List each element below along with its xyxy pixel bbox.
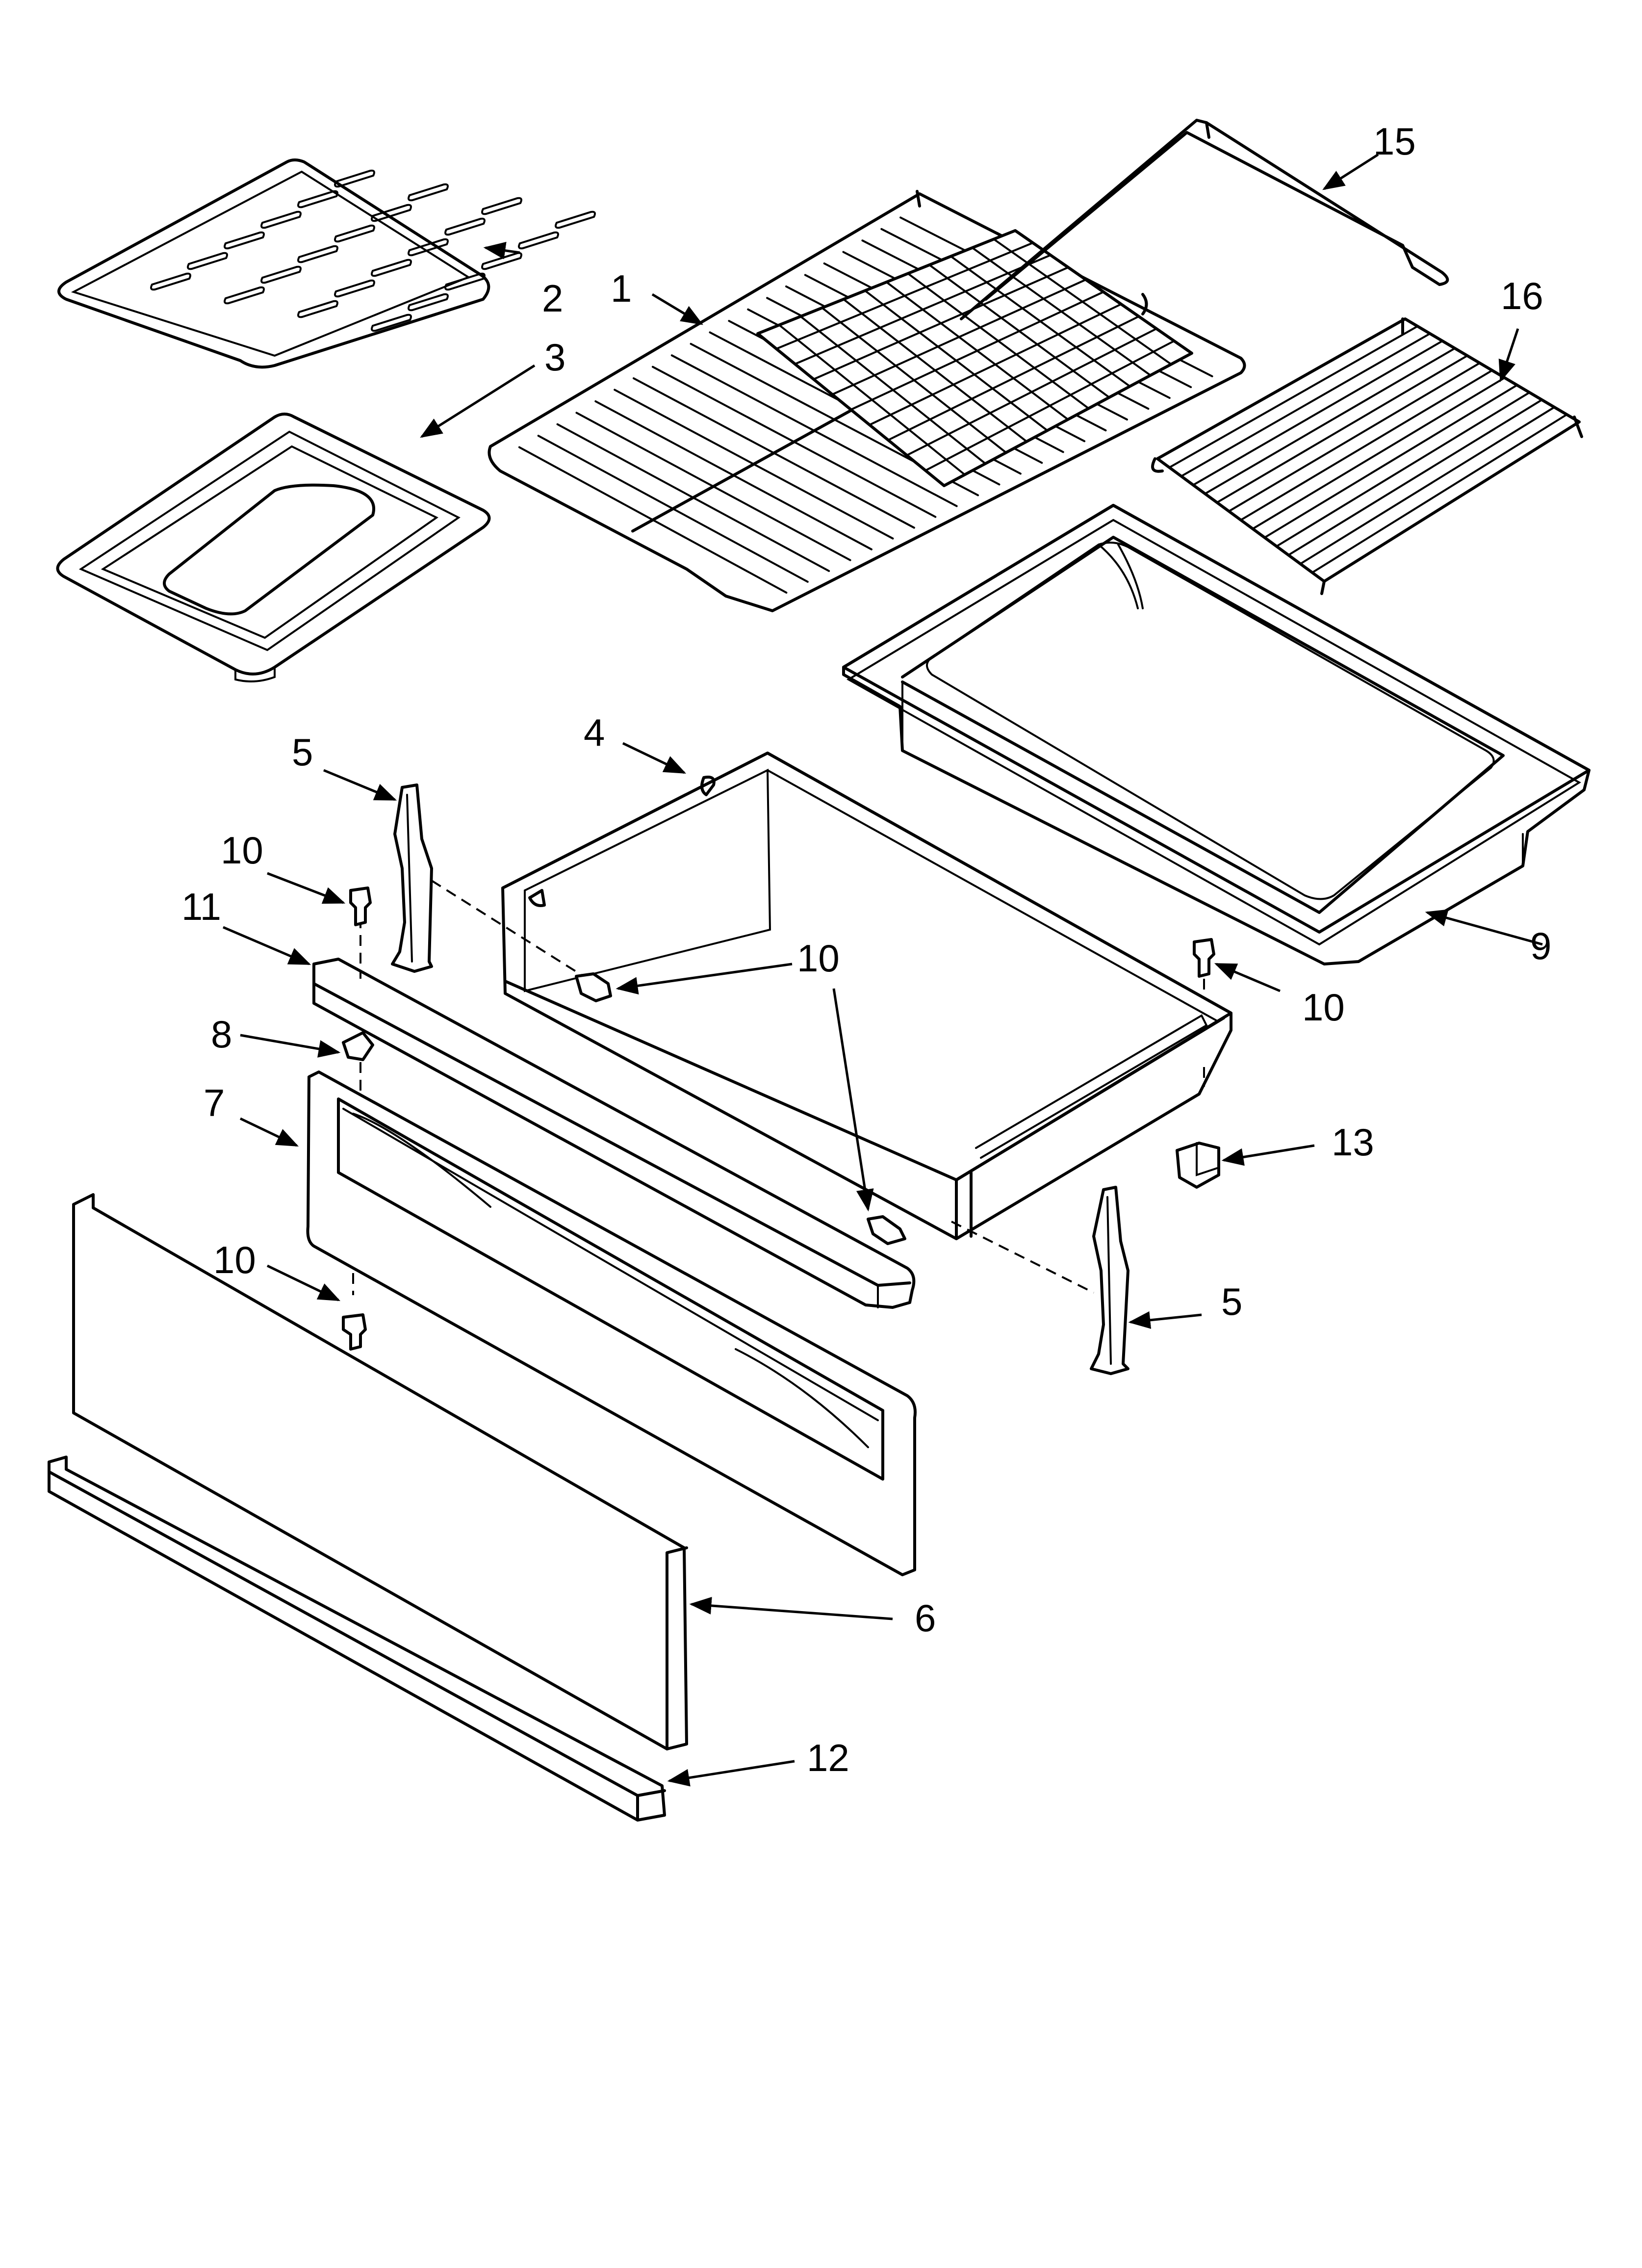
small-rack-wire [1263,384,1518,539]
bottom-trim-part [48,1456,666,1822]
screw-bottom [342,1313,367,1351]
callout-5-left: 5 [292,730,313,774]
grid-wire [869,303,1122,426]
callout-11: 11 [181,885,221,928]
grid-slot [371,259,412,277]
callout-3: 3 [544,336,565,379]
callout-16: 16 [1501,274,1543,317]
grid-slot [408,293,449,312]
grid-wire [906,328,1157,456]
grid-slot [371,204,412,222]
slide-bracket-left [391,783,433,973]
small-rack-wire [1240,369,1493,521]
grid-slot [408,183,449,202]
grid-wire [850,291,1104,411]
slide-bracket-right [1090,1186,1129,1375]
grid-slot [371,313,412,332]
callout-labels: 1 2 3 4 5 5 6 7 8 9 10 10 10 10 11 12 13… [181,120,1551,1779]
grid-wire [775,242,1034,350]
small-rack-wire [1287,399,1543,556]
callout-4: 4 [584,711,605,754]
callout-15: 15 [1373,120,1416,163]
drawer-top-trim-part [312,958,916,1309]
small-rack-wire [1204,347,1456,495]
grid-slot [260,265,302,284]
grid-slot [334,224,375,243]
small-rack-wire [1192,340,1444,486]
callout-7: 7 [204,1081,225,1124]
grid-slot [481,197,522,215]
screw-mid [575,972,612,1002]
small-rack-wire [1216,355,1468,504]
rack-grid-insert [756,229,1193,487]
callout-arrows [223,153,1543,1787]
grid-slot [150,272,191,291]
small-rack-wire [1180,333,1431,477]
broiler-pan-part [56,413,491,682]
callout-9: 9 [1530,924,1551,967]
grid-slot [334,169,375,188]
small-rack-wire [1228,362,1481,513]
callout-6: 6 [915,1596,936,1640]
grid-slot [260,210,302,229]
grid-wire [924,340,1175,471]
grid-slot [297,300,338,318]
screw-center [867,1215,906,1245]
screw-top-left [349,886,372,926]
grid-wire [887,315,1140,441]
grid-slot [224,286,265,305]
small-rack-wire [1311,414,1568,574]
grid-wire [813,266,1069,380]
grid-slot [518,231,559,250]
drawer-inner-front-part [306,1070,917,1576]
broiler-grid-part [57,158,596,369]
drawer-liner-part [842,504,1591,965]
grid-wire [831,279,1087,395]
callout-1: 1 [611,267,632,310]
callout-10-c: 10 [1302,986,1345,1029]
grid-wire [794,254,1052,365]
callout-13: 13 [1332,1121,1374,1164]
callout-10-d: 10 [213,1238,256,1281]
grid-slot [555,210,596,229]
small-rack-wire [1168,325,1419,469]
drawer-front-panel-part [72,1193,688,1750]
grid-slot [444,217,486,236]
callout-12: 12 [807,1736,849,1779]
callout-8: 8 [211,1013,232,1056]
small-rack-wire [1275,391,1531,547]
grid-slot [408,238,449,257]
grid-slot [297,190,338,209]
small-rack-wire [1252,377,1506,530]
callout-5-right: 5 [1221,1280,1242,1323]
grid-slot [334,279,375,298]
grid-slot [297,245,338,263]
grid-slot [481,252,522,270]
drawer-body-part [501,752,1232,1240]
small-rack-part [1151,317,1583,595]
grid-slot [444,272,486,291]
callout-2: 2 [542,277,563,320]
stop-clip-part [1176,1142,1220,1189]
grid-slot [224,231,265,250]
clip-part [342,1031,374,1061]
callout-10-a: 10 [221,829,263,872]
rack-slide-part [960,119,1449,320]
small-rack-wire [1299,406,1556,565]
grid-slot [187,252,228,270]
callout-10-b: 10 [797,937,840,980]
screw-right [1193,938,1215,978]
